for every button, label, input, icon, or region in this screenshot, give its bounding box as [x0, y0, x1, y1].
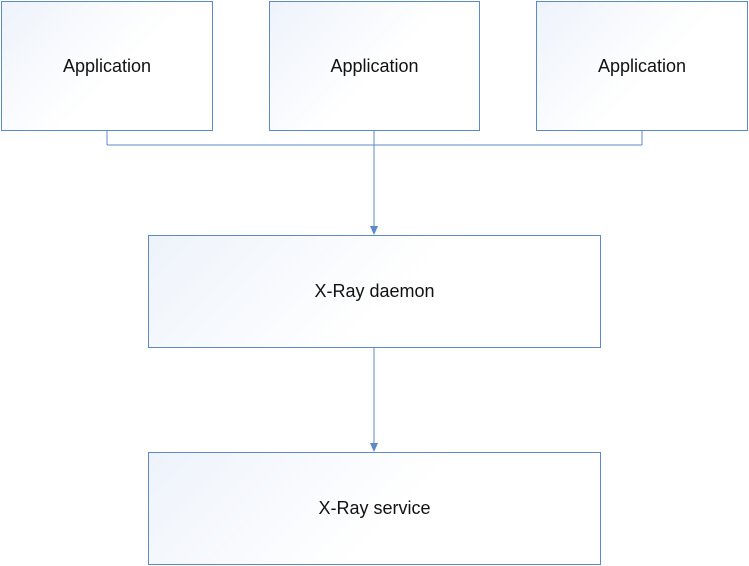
- xray-service-label: X-Ray service: [318, 498, 431, 518]
- xray-daemon-box: X-Ray daemon: [148, 235, 601, 348]
- xray-service-box: X-Ray service: [148, 452, 601, 565]
- application-box-1: Application: [1, 1, 213, 131]
- application-box-2: Application: [269, 1, 480, 131]
- application-label-2: Application: [330, 55, 419, 76]
- arrowhead-to-service: [370, 443, 378, 452]
- arrowhead-to-daemon: [370, 226, 378, 235]
- xray-daemon-label: X-Ray daemon: [314, 281, 435, 301]
- application-label-1: Application: [62, 55, 152, 76]
- application-label-3: Application: [597, 55, 687, 76]
- application-box-3: Application: [536, 1, 748, 131]
